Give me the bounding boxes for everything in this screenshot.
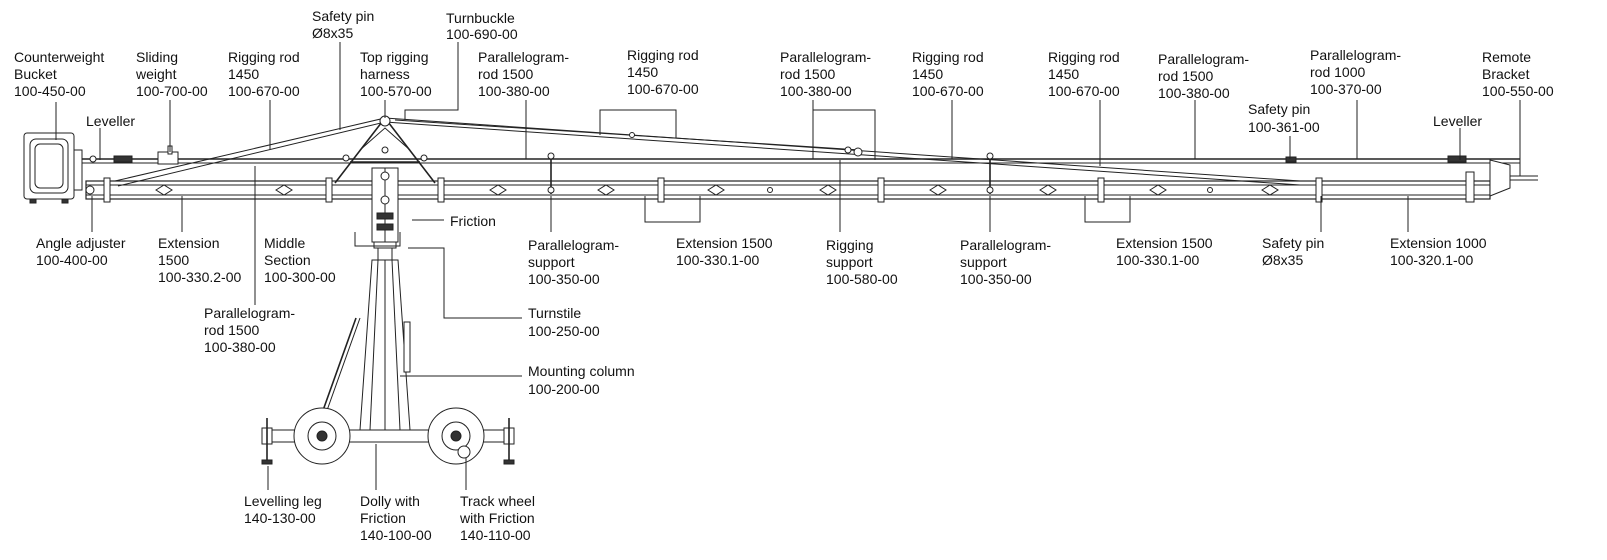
label-friction: Friction	[450, 213, 496, 229]
top-rigging-harness	[334, 115, 436, 184]
parallelogram-supports	[547, 152, 994, 194]
leader-lines	[55, 42, 1521, 490]
crane-drawing	[23, 115, 1538, 465]
rigging-rods	[114, 117, 1301, 187]
label-leveller-left: Leveller	[86, 113, 135, 129]
mounting-column	[359, 241, 411, 431]
middle-section	[371, 167, 399, 243]
dolly	[261, 317, 515, 465]
beam-clamps	[103, 171, 1475, 203]
remote-bracket	[1489, 140, 1538, 197]
upper-parallelogram-rod	[82, 158, 1520, 164]
beam-diamond-markers	[155, 184, 1279, 196]
label-leveller-right: Leveller	[1433, 113, 1482, 129]
counterweight-bucket	[23, 132, 83, 204]
small-parts	[85, 145, 1467, 195]
